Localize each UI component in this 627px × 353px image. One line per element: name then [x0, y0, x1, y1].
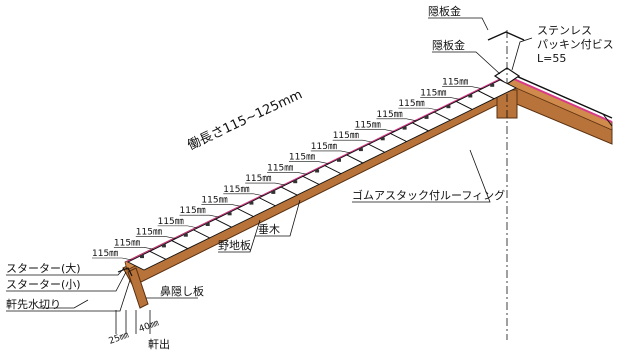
fastener-mark — [161, 244, 166, 248]
course-leader-line — [310, 150, 351, 154]
fastener-mark — [380, 137, 385, 141]
label-rafter: 垂木 — [258, 223, 280, 236]
course-leader-line — [245, 182, 286, 186]
course-leader-line — [332, 139, 373, 143]
label-screw-line1: ステンレス — [537, 24, 592, 37]
course-spacing-label: 115㎜ — [136, 228, 162, 238]
fastener-mark — [337, 158, 341, 162]
course-spacing-label: 115㎜ — [267, 163, 293, 173]
fastener-mark — [205, 223, 210, 226]
roofing-underlayment-right — [506, 75, 613, 123]
fastener-mark — [358, 148, 363, 152]
label-screw-line2: パッキン付ビス — [537, 38, 614, 51]
course-spacing-label: 115㎜ — [398, 99, 424, 109]
course-spacing-label: 115㎜ — [223, 185, 249, 195]
label-starter-large: スターター(大) — [6, 261, 81, 275]
fastener-mark — [424, 115, 429, 119]
fastener-mark — [490, 83, 495, 87]
fascia-board — [127, 267, 149, 309]
course-leader-line — [179, 214, 220, 218]
course-leader-line — [288, 161, 329, 164]
course-spacing-label: 115㎜ — [289, 153, 315, 163]
label-underlayment: ゴムアスタック付ルーフィング — [352, 188, 505, 202]
fastener-mark — [249, 201, 254, 205]
right-roof-surface — [506, 71, 613, 119]
label-ridge-cover-top: 隠板金 — [428, 4, 461, 18]
label-starter-small: スターター(小) — [6, 278, 81, 291]
shingle-courses: 115㎜115㎜115㎜115㎜115㎜115㎜115㎜115㎜115㎜115㎜… — [92, 78, 518, 271]
course-spacing-label: 115㎜ — [311, 142, 337, 152]
fastener-mark — [446, 105, 451, 109]
right-roof-edge — [602, 113, 613, 127]
label-dim-25: 25㎜ — [108, 330, 131, 346]
fastener-mark — [468, 94, 473, 98]
course-leader-line — [376, 118, 417, 122]
shingle-course — [477, 79, 518, 100]
course-leader-line — [420, 97, 461, 100]
course-spacing-label: 115㎜ — [377, 110, 403, 120]
fastener-mark — [293, 180, 298, 184]
course-leader-line — [201, 204, 242, 207]
label-working-length: 働長さ115~125mm — [185, 87, 305, 153]
label-ridge-cover: 隠板金 — [432, 38, 465, 52]
label-drip-edge: 軒先水切り — [6, 298, 61, 311]
course-spacing-label: 115㎜ — [201, 196, 227, 206]
course-leader-line — [135, 236, 176, 239]
course-spacing-label: 115㎜ — [420, 88, 446, 98]
label-screw-line3: L=55 — [537, 52, 566, 65]
course-spacing-label: 115㎜ — [333, 131, 359, 141]
fastener-mark — [271, 190, 276, 194]
course-spacing-label: 115㎜ — [355, 121, 381, 131]
course-leader-line — [92, 257, 133, 261]
course-leader-line — [442, 86, 483, 90]
ridge-cover-detail — [487, 31, 525, 41]
fastener-mark — [183, 233, 188, 237]
course-spacing-label: 115㎜ — [92, 249, 118, 259]
label-dim-40: 40㎜ — [138, 318, 161, 334]
course-spacing-label: 115㎜ — [158, 217, 184, 227]
fastener-mark — [315, 169, 320, 173]
course-leader-line — [354, 129, 395, 132]
course-spacing-label: 115㎜ — [114, 238, 140, 248]
leader-lines — [6, 17, 533, 312]
course-spacing-label: 115㎜ — [180, 206, 206, 216]
label-fascia: 鼻隠し板 — [160, 284, 204, 298]
course-leader-line — [223, 193, 264, 197]
course-spacing-label: 115㎜ — [442, 78, 468, 88]
course-spacing-label: 115㎜ — [245, 174, 271, 184]
course-leader-line — [113, 246, 154, 250]
course-leader-line — [157, 225, 198, 229]
roofing-underlayment-left — [126, 75, 508, 263]
eave-dimension — [115, 310, 151, 334]
course-leader-line — [267, 172, 308, 175]
fastener-mark — [227, 212, 232, 216]
course-leader-line — [398, 107, 439, 111]
fastener-mark — [140, 255, 144, 259]
label-sheathing: 野地板 — [218, 238, 251, 252]
fastener-mark — [402, 126, 407, 130]
label-overhang: 軒出 — [148, 337, 170, 351]
